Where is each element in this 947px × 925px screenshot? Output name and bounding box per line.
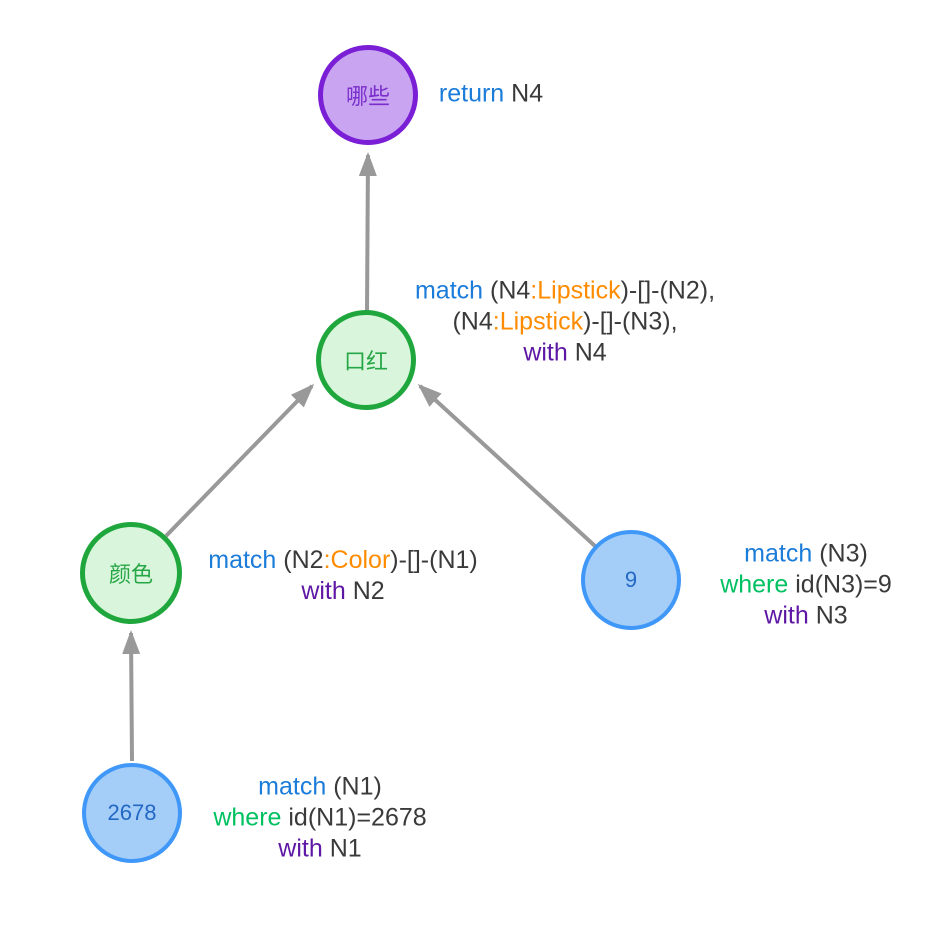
annotation-segment: return bbox=[438, 79, 505, 108]
annotation-segment: (N4 bbox=[483, 276, 531, 305]
annotation-line: with N2 bbox=[208, 576, 478, 607]
annotation-segment: :Lipstick bbox=[530, 276, 621, 305]
annotation-segment: with bbox=[301, 577, 346, 605]
annotation-segment: id(N1)=2678 bbox=[281, 803, 427, 832]
annotation-segment: N4 bbox=[567, 338, 607, 367]
query-return-n4: return N4 bbox=[439, 79, 543, 110]
edges-group bbox=[122, 152, 597, 762]
annotation-segment: (N1) bbox=[326, 772, 382, 801]
annotation-segment: N1 bbox=[322, 834, 362, 863]
annotation-line: match (N1) bbox=[213, 772, 426, 803]
annotation-segment: with bbox=[764, 601, 809, 630]
annotation-segment: with bbox=[278, 834, 323, 863]
annotation-segment: match bbox=[414, 276, 484, 305]
graph-node-N4[interactable]: 哪些 bbox=[318, 45, 418, 145]
graph-node-N1-2678[interactable]: 2678 bbox=[82, 763, 182, 863]
annotation-line: match (N2:Color)-[]-(N1) bbox=[208, 545, 478, 576]
annotation-segment: (N4 bbox=[452, 307, 493, 336]
annotation-segment: N3 bbox=[808, 601, 848, 630]
annotation-segment: match bbox=[208, 546, 277, 574]
annotation-segment: )-[]-(N1) bbox=[390, 546, 478, 574]
query-match-n2: match (N2:Color)-[]-(N1)with N2 bbox=[208, 545, 478, 607]
annotation-segment: where bbox=[720, 570, 789, 599]
annotation-segment: (N3) bbox=[812, 539, 868, 568]
node-label: 9 bbox=[624, 567, 638, 592]
annotation-segment: )-[]-(N2), bbox=[620, 276, 716, 305]
annotation-line: with N4 bbox=[415, 338, 715, 369]
annotation-segment: match bbox=[744, 539, 813, 568]
annotation-segment: where bbox=[213, 803, 282, 832]
node-label: 哪些 bbox=[345, 84, 390, 109]
annotation-segment: id(N3)=9 bbox=[788, 570, 892, 599]
annotation-segment: )-[]-(N3), bbox=[583, 307, 678, 336]
edge-N2-Color-to-N4-Lipstick bbox=[164, 383, 315, 538]
query-match-n4: match (N4:Lipstick)-[]-(N2),(N4:Lipstick… bbox=[415, 276, 715, 369]
annotation-segment: :Lipstick bbox=[492, 307, 584, 336]
annotation-segment: match bbox=[258, 772, 327, 801]
node-label: 2678 bbox=[107, 800, 157, 825]
annotation-segment: N4 bbox=[504, 79, 544, 108]
graph-node-N4-Lipstick[interactable]: 口红 bbox=[316, 310, 416, 410]
annotation-segment: :Color bbox=[323, 546, 391, 574]
edge-N1-2678-to-N2-Color bbox=[122, 630, 141, 762]
annotation-line: where id(N3)=9 bbox=[720, 570, 892, 601]
edge-N4-Lipstick-to-N4 bbox=[358, 152, 377, 313]
annotation-line: match (N4:Lipstick)-[]-(N2), bbox=[415, 276, 715, 307]
node-label: 颜色 bbox=[108, 562, 153, 587]
annotation-line: with N1 bbox=[213, 834, 426, 865]
annotation-segment: N2 bbox=[345, 577, 385, 605]
node-label: 口红 bbox=[343, 349, 388, 374]
annotation-line: match (N3) bbox=[720, 539, 892, 570]
graph-node-N2-Color[interactable]: 颜色 bbox=[80, 522, 182, 624]
annotation-line: return N4 bbox=[439, 79, 543, 110]
graph-node-N3-9[interactable]: 9 bbox=[581, 530, 681, 630]
edge-N3-9-to-N4-Lipstick bbox=[417, 383, 597, 548]
annotation-line: (N4:Lipstick)-[]-(N3), bbox=[415, 307, 715, 338]
annotation-segment: (N2 bbox=[276, 546, 324, 574]
annotation-segment: with bbox=[523, 338, 568, 367]
annotation-line: where id(N1)=2678 bbox=[213, 803, 426, 834]
annotation-line: with N3 bbox=[720, 601, 892, 632]
